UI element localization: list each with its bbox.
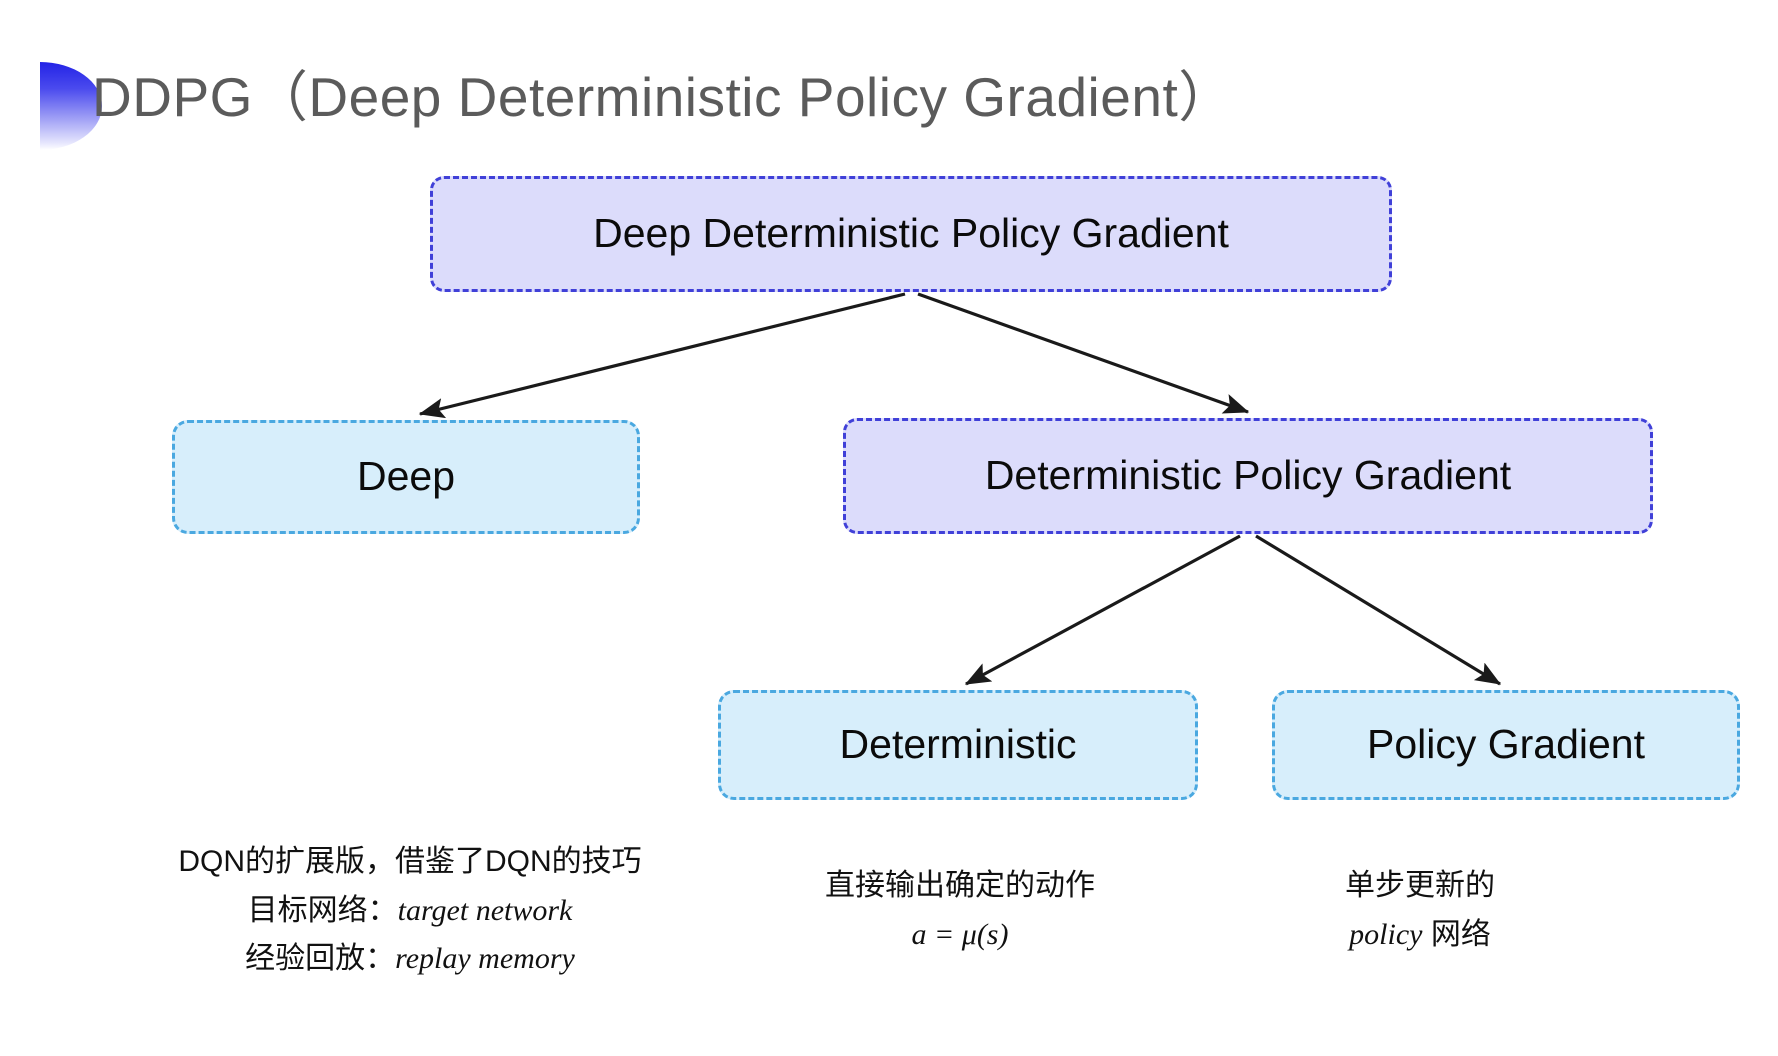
annotation-deep-line3-label: 经验回放： <box>245 942 396 976</box>
node-deep-deterministic-policy-gradient[interactable]: Deep Deterministic Policy Gradient <box>430 176 1392 292</box>
annotation-deep-line3-term: replay memory <box>395 942 575 976</box>
annotation-policy-gradient-line1: 单步更新的 <box>1345 869 1495 902</box>
edge-root-to-deep <box>418 292 906 419</box>
node-deterministic[interactable]: Deterministic <box>718 690 1198 800</box>
annotation-policy-gradient-line2: policy 网络 <box>1230 911 1610 960</box>
annotation-deterministic-formula: a = μ(s) <box>911 917 1009 951</box>
annotation-deep-line3: 经验回放：replay memory <box>150 935 670 984</box>
annotation-deterministic-line1: 直接输出确定的动作 <box>825 869 1095 902</box>
annotation-deep-line2-term: target network <box>397 893 573 927</box>
node-deep[interactable]: Deep <box>172 420 640 534</box>
annotation-policy-gradient: 单步更新的 policy 网络 <box>1230 862 1610 959</box>
annotation-deep-line2-label: 目标网络： <box>247 893 398 927</box>
edge-dpg-to-policy-gradient <box>1255 534 1502 686</box>
annotation-policy-gradient-tail: 网络 <box>1422 917 1491 951</box>
page-title: DDPG（Deep Deterministic Policy Gradient） <box>92 66 1234 128</box>
annotation-deterministic: 直接输出确定的动作 a = μ(s) <box>760 862 1160 959</box>
annotation-deep-line1: DQN的扩展版，借鉴了DQN的技巧 <box>178 845 642 878</box>
annotation-policy-gradient-term: policy <box>1349 917 1423 951</box>
annotation-deep: DQN的扩展版，借鉴了DQN的技巧 目标网络：target network 经验… <box>150 838 670 984</box>
node-deterministic-policy-gradient[interactable]: Deterministic Policy Gradient <box>843 418 1653 534</box>
edge-dpg-to-deterministic <box>964 534 1241 686</box>
node-policy-gradient[interactable]: Policy Gradient <box>1272 690 1740 800</box>
edge-root-to-dpg <box>917 292 1250 414</box>
annotation-deep-line2: 目标网络：target network <box>150 887 670 936</box>
